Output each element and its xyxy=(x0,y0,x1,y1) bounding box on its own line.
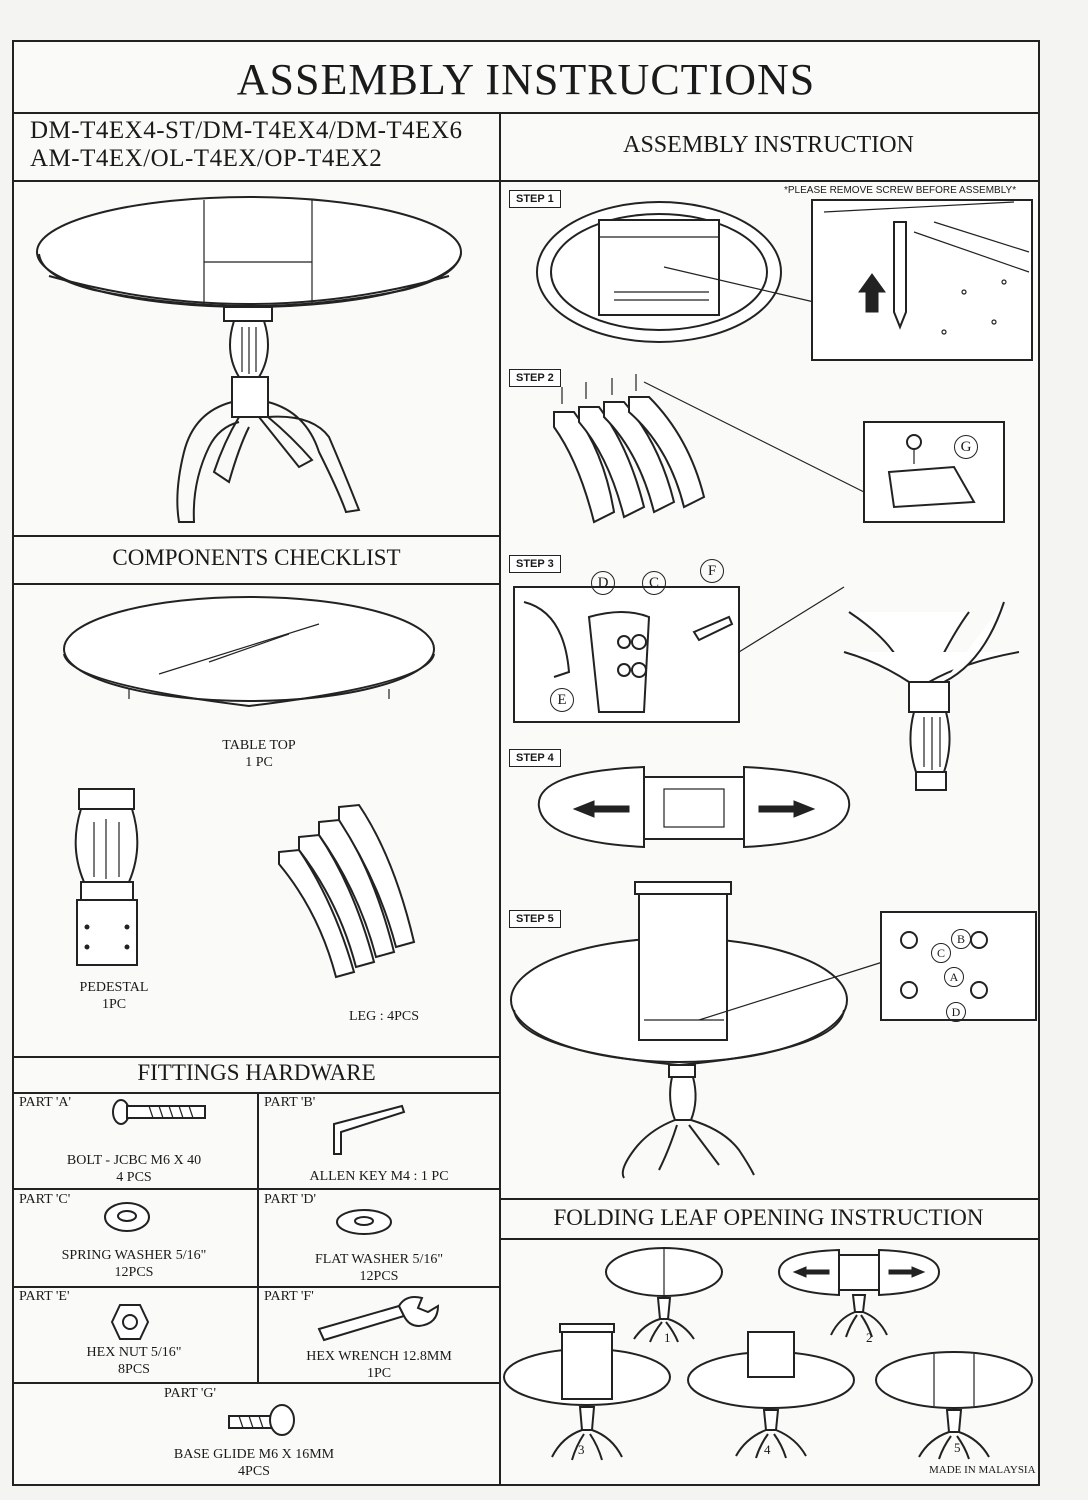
part-a-qty: 4 PCS xyxy=(116,1170,152,1185)
part-c-qty: 12PCS xyxy=(114,1265,154,1280)
part-e-desc: HEX NUT 5/16" 8PCS xyxy=(34,1344,234,1378)
step-4-label: STEP 4 xyxy=(509,749,561,767)
fold-step-5-diagram xyxy=(875,1351,1033,1460)
fold-step-1-diagram xyxy=(605,1247,723,1343)
leg-label: LEG : 4PCS xyxy=(348,1009,419,1024)
part-g-qty: 4PCS xyxy=(238,1464,270,1479)
page-title: ASSEMBLY INSTRUCTIONS xyxy=(236,55,816,104)
part-c-desc: SPRING WASHER 5/16" 12PCS xyxy=(34,1247,234,1281)
pedestal-qty: 1PC xyxy=(101,997,127,1012)
model-numbers: DM-T4EX4-ST/DM-T4EX4/DM-T4EX6 AM-T4EX/OL… xyxy=(30,117,463,173)
divider xyxy=(14,1382,499,1384)
flat-washer-icon xyxy=(336,1209,392,1235)
callout-e: E xyxy=(550,688,574,712)
legs-illustration xyxy=(278,803,416,979)
screw-note: *PLEASE REMOVE SCREW BEFORE ASSEMBLY* xyxy=(784,185,1017,196)
divider xyxy=(499,1238,1038,1240)
part-f-desc: HEX WRENCH 12.8MM 1PC xyxy=(269,1348,489,1382)
step-2-diagram xyxy=(553,374,1005,524)
callout-c: C xyxy=(642,571,666,595)
divider xyxy=(14,180,1038,182)
part-d-name: FLAT WASHER 5/16" xyxy=(314,1252,444,1267)
part-c-name: SPRING WASHER 5/16" xyxy=(61,1248,207,1263)
callout-g: G xyxy=(954,435,978,459)
part-c-label: PART 'C' xyxy=(19,1192,71,1207)
divider xyxy=(14,1056,499,1058)
part-f-name: HEX WRENCH 12.8MM xyxy=(306,1349,452,1364)
divider xyxy=(499,1198,1038,1200)
fold-step-4-number: 4 xyxy=(764,1442,771,1457)
part-d-desc: FLAT WASHER 5/16" 12PCS xyxy=(269,1251,489,1285)
part-e-label: PART 'E' xyxy=(19,1289,70,1304)
step-5-label: STEP 5 xyxy=(509,910,561,928)
table-top-illustration xyxy=(63,596,435,708)
step-5-diagram xyxy=(510,881,1037,1179)
model-line-1: DM-T4EX4-ST/DM-T4EX4/DM-T4EX6 xyxy=(30,117,463,144)
callout-a: A xyxy=(944,967,964,987)
fold-step-1-number: 1 xyxy=(664,1330,671,1345)
callout-d: D xyxy=(591,571,615,595)
table-illustration xyxy=(36,196,462,523)
hex-wrench-icon xyxy=(317,1296,440,1342)
step-2-label: STEP 2 xyxy=(509,369,561,387)
base-glide-icon xyxy=(228,1404,295,1436)
part-g-label: PART 'G' xyxy=(164,1386,217,1401)
fold-step-4-diagram xyxy=(687,1331,855,1459)
hex-nut-icon xyxy=(110,1304,150,1340)
divider xyxy=(14,1286,499,1288)
spring-washer-icon xyxy=(104,1202,150,1232)
pedestal-illustration xyxy=(74,788,139,966)
pedestal-name: PEDESTAL xyxy=(79,980,149,995)
part-e-name: HEX NUT 5/16" xyxy=(86,1345,182,1360)
divider xyxy=(499,112,501,1484)
part-e-qty: 8PCS xyxy=(118,1362,150,1377)
assembly-heading: ASSEMBLY INSTRUCTION xyxy=(623,132,914,158)
fold-step-2-diagram xyxy=(777,1248,941,1338)
step-1-diagram xyxy=(536,199,1033,361)
step-1-label: STEP 1 xyxy=(509,190,561,208)
callout-f: F xyxy=(700,559,724,583)
folding-heading: FOLDING LEAF OPENING INSTRUCTION xyxy=(553,1205,984,1230)
divider xyxy=(14,583,499,585)
part-d-label: PART 'D' xyxy=(264,1192,317,1207)
part-d-qty: 12PCS xyxy=(359,1269,399,1284)
divider xyxy=(257,1092,259,1382)
model-line-2: AM-T4EX/OL-T4EX/OP-T4EX2 xyxy=(30,145,383,172)
part-a-name: BOLT - JCBC M6 X 40 xyxy=(66,1153,202,1168)
fold-step-5-number: 5 xyxy=(954,1440,961,1455)
part-b-label: PART 'B' xyxy=(264,1095,316,1110)
part-g-name: BASE GLIDE M6 X 16MM xyxy=(173,1447,335,1462)
callout-b: B xyxy=(951,929,971,949)
pedestal-label: PEDESTAL 1PC xyxy=(54,979,174,1013)
fold-step-3-number: 3 xyxy=(578,1442,585,1457)
table-top-label: TABLE TOP 1 PC xyxy=(184,737,334,771)
divider xyxy=(14,1188,499,1190)
divider xyxy=(14,535,499,537)
table-top-qty: 1 PC xyxy=(245,755,273,770)
callout-c-2: C xyxy=(931,943,951,963)
part-f-label: PART 'F' xyxy=(264,1289,314,1304)
part-b-name: ALLEN KEY M4 : 1 PC xyxy=(309,1169,449,1184)
callout-d-2: D xyxy=(946,1002,966,1022)
table-top-name: TABLE TOP xyxy=(222,738,296,753)
instruction-sheet: ASSEMBLY INSTRUCTIONS DM-T4EX4-ST/DM-T4E… xyxy=(12,40,1040,1486)
part-f-qty: 1PC xyxy=(366,1366,392,1381)
components-heading: COMPONENTS CHECKLIST xyxy=(112,545,401,570)
bolt-icon xyxy=(112,1099,206,1125)
part-g-desc: BASE GLIDE M6 X 16MM 4PCS xyxy=(144,1446,364,1480)
allen-key-icon xyxy=(333,1104,406,1155)
made-in-label: MADE IN MALAYSIA xyxy=(929,1464,1036,1476)
part-a-label: PART 'A' xyxy=(19,1095,72,1110)
divider xyxy=(14,112,1038,114)
step-4-diagram xyxy=(537,765,851,849)
fold-step-3-diagram xyxy=(503,1323,671,1461)
part-a-desc: BOLT - JCBC M6 X 40 4 PCS xyxy=(34,1152,234,1186)
step-3-label: STEP 3 xyxy=(509,555,561,573)
divider xyxy=(14,1092,499,1094)
fold-step-2-number: 2 xyxy=(866,1330,873,1345)
hardware-heading: FITTINGS HARDWARE xyxy=(137,1060,376,1085)
